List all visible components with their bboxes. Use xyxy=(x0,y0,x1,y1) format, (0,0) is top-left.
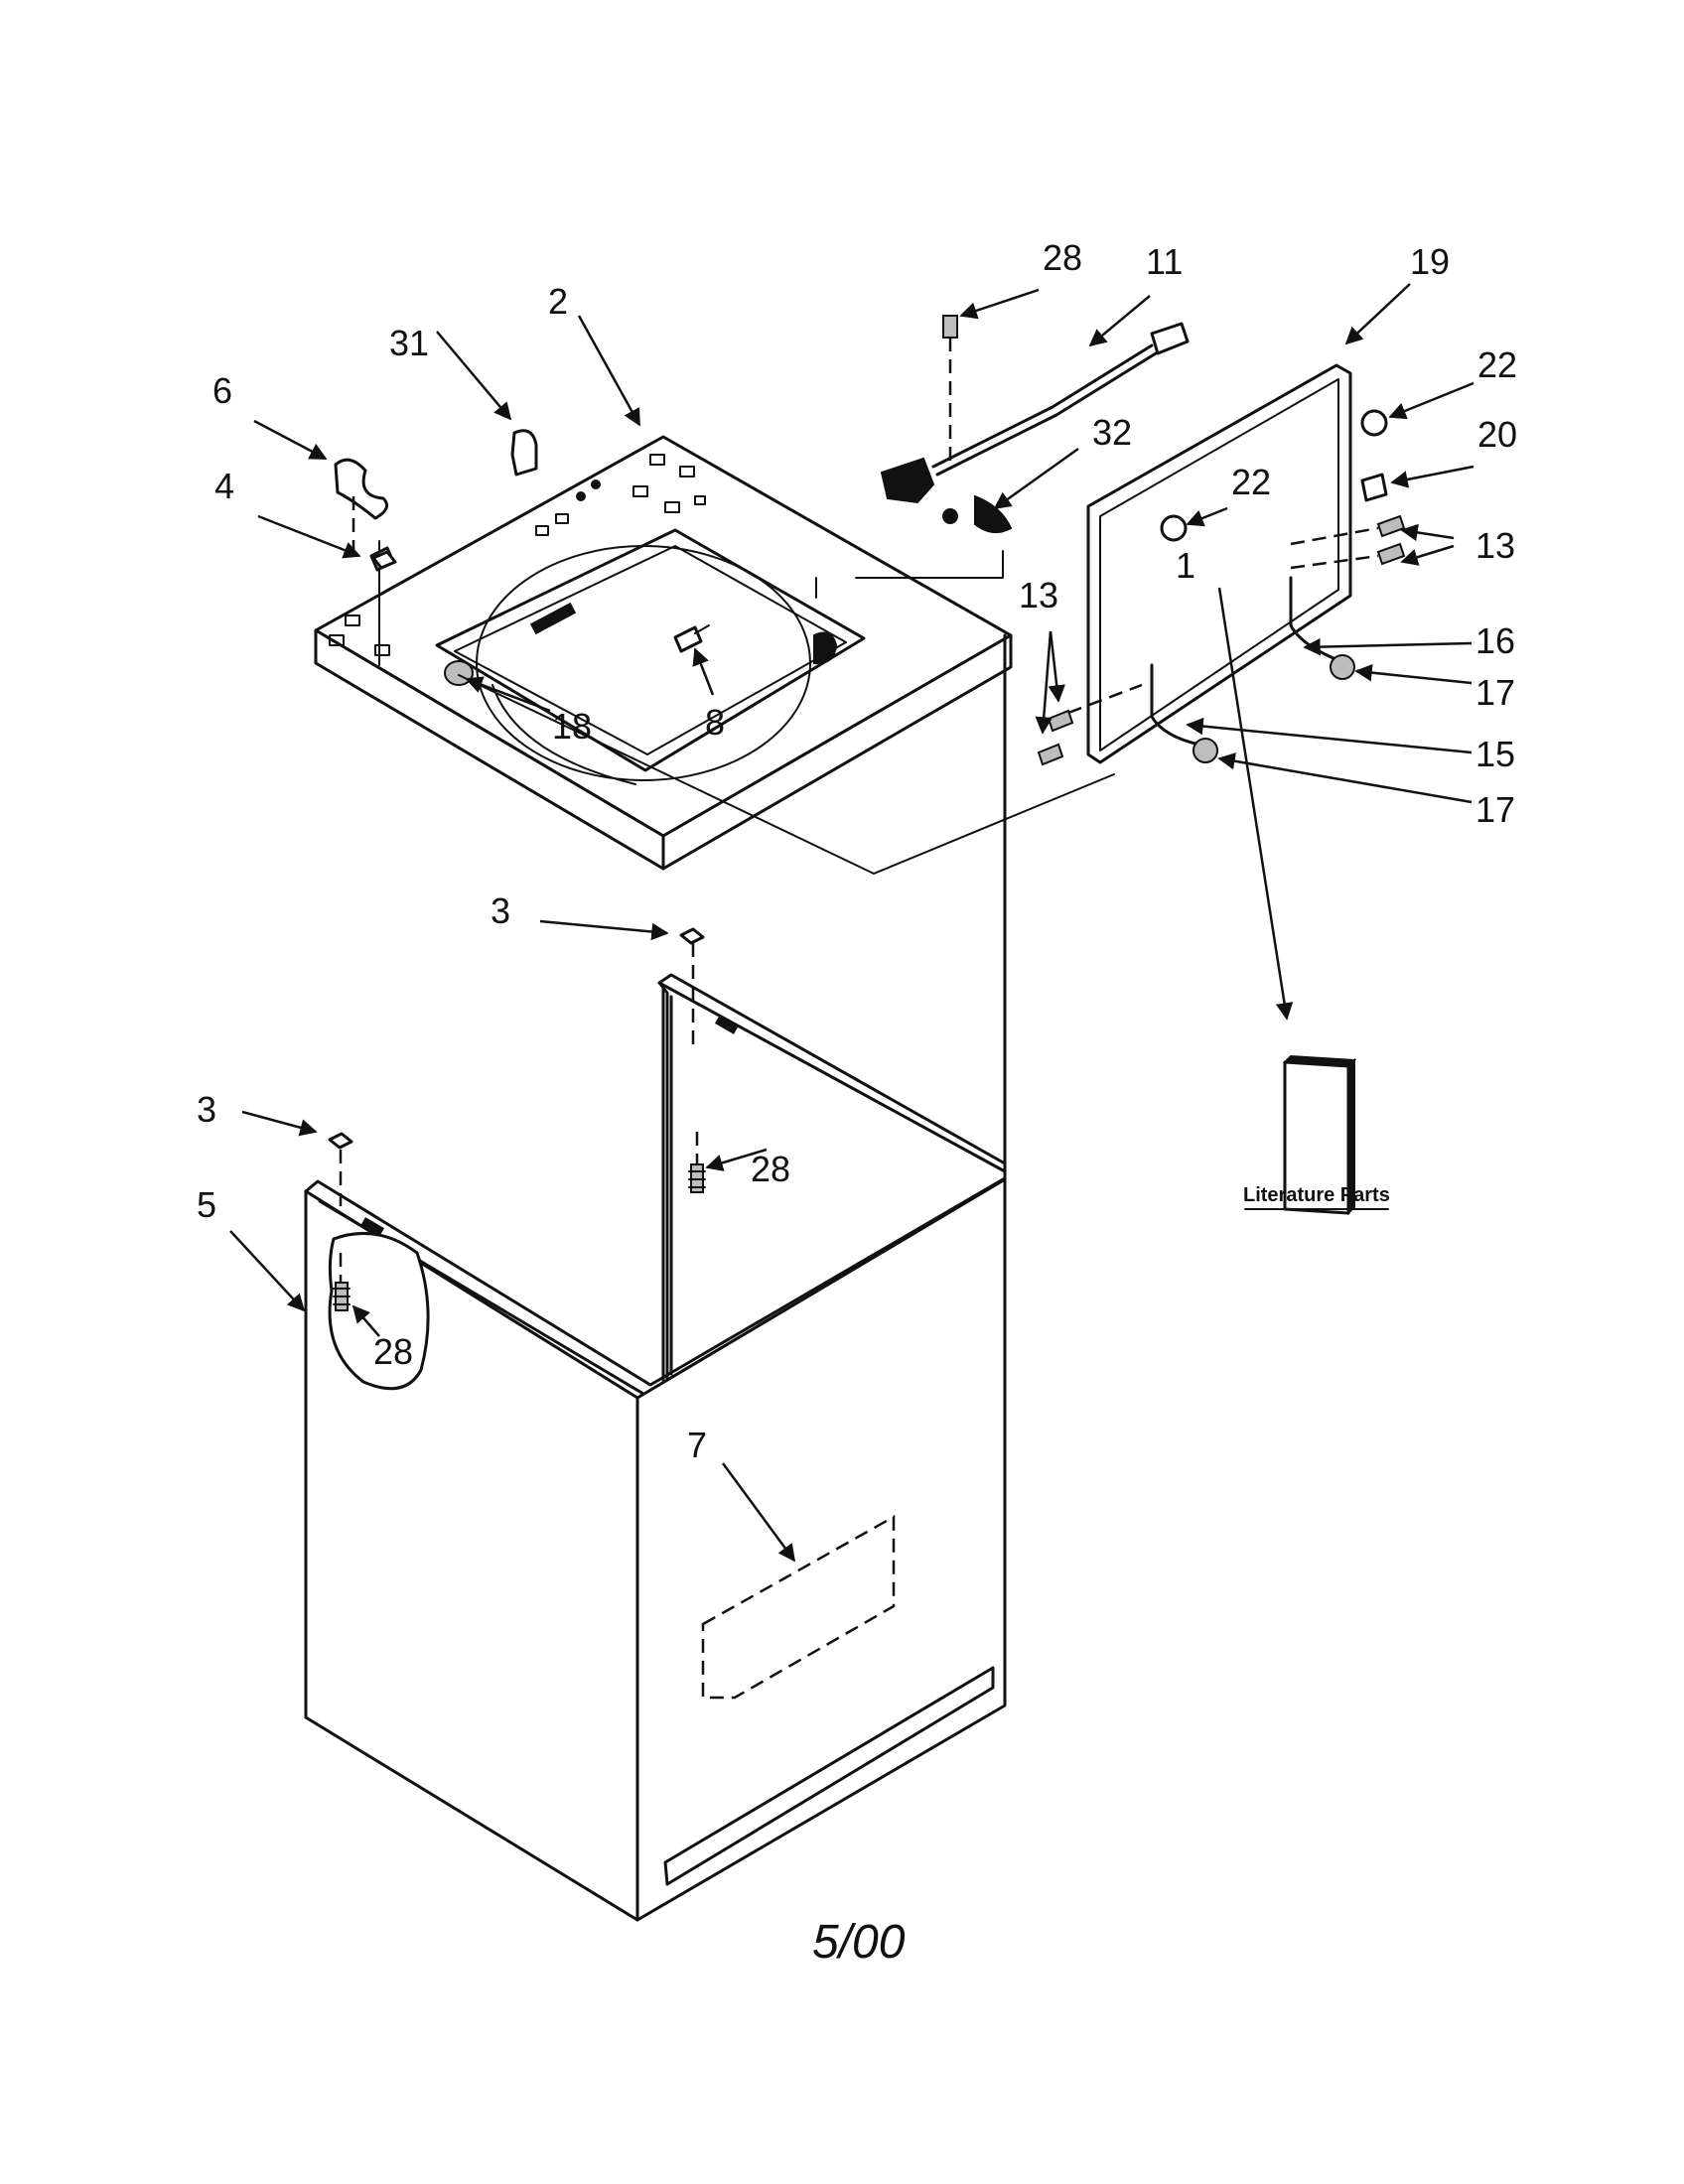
callout-28-top: 28 xyxy=(1043,237,1082,278)
control-back-panel xyxy=(1037,363,1406,766)
callout-7: 7 xyxy=(687,1425,707,1465)
cabinet xyxy=(304,633,1007,1922)
callout-6: 6 xyxy=(212,370,232,411)
callout-13-right: 13 xyxy=(1475,525,1515,566)
callout-11: 11 xyxy=(1146,241,1183,282)
callout-15: 15 xyxy=(1475,734,1515,774)
callout-18: 18 xyxy=(552,706,592,747)
callout-16: 16 xyxy=(1475,620,1515,661)
callout-8: 8 xyxy=(705,702,725,743)
small-parts xyxy=(334,429,538,570)
callout-numbers: 1 2 3 3 4 5 6 7 8 11 13 13 15 16 17 17 1… xyxy=(197,237,1517,1465)
callout-3-top: 3 xyxy=(491,890,510,931)
wire-harness xyxy=(880,315,1190,534)
callout-19: 19 xyxy=(1410,241,1450,282)
literature-parts-label: Literature Parts xyxy=(1243,1184,1390,1206)
callout-4: 4 xyxy=(214,466,234,506)
callout-28-left: 28 xyxy=(373,1331,413,1372)
revision-date: 5/00 xyxy=(812,1916,906,1969)
callout-3-left: 3 xyxy=(197,1089,216,1130)
callout-28-middle: 28 xyxy=(751,1149,790,1189)
callout-31: 31 xyxy=(389,323,429,363)
callout-13-left: 13 xyxy=(1019,575,1058,615)
callout-17-top: 17 xyxy=(1475,672,1515,713)
callout-2: 2 xyxy=(548,281,568,322)
literature-book xyxy=(1244,1054,1389,1216)
top-lid-assembly xyxy=(314,435,1115,875)
callout-32: 32 xyxy=(1092,412,1132,453)
callout-22-right: 22 xyxy=(1477,344,1517,385)
callout-22-left: 22 xyxy=(1231,462,1271,502)
callout-17-bottom: 17 xyxy=(1475,789,1515,830)
callout-20: 20 xyxy=(1477,414,1517,455)
callout-1: 1 xyxy=(1176,545,1195,586)
leader-lines xyxy=(229,283,1474,1563)
callout-5: 5 xyxy=(197,1184,216,1225)
